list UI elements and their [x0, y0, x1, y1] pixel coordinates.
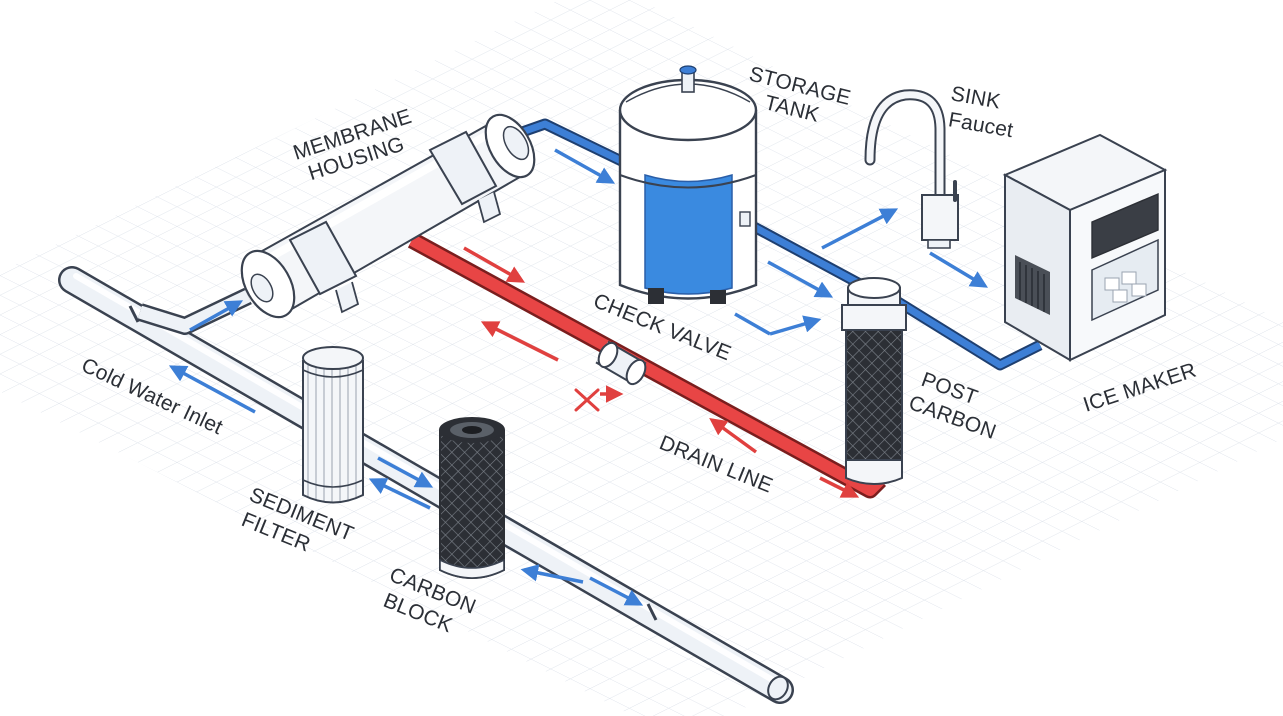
- blue-flow-arrows: [168, 148, 989, 606]
- sediment-filter-icon: [302, 346, 364, 504]
- storage-tank-icon: [618, 65, 758, 304]
- label-sink-faucet: SINK Faucet: [947, 82, 1015, 142]
- faucet-icon: [864, 89, 959, 249]
- red-flow-arrows: [463, 246, 860, 498]
- ice-maker-icon: [1002, 133, 1168, 362]
- carbon-block-filter-icon: [439, 417, 505, 579]
- blocked-flow-x-icon: [574, 388, 600, 412]
- label-storage-tank: STORAGE TANK: [747, 63, 853, 127]
- label-sink-line2: Faucet: [947, 108, 1015, 142]
- membrane-housing-icon: [240, 113, 536, 319]
- post-carbon-filter-icon: [841, 277, 907, 485]
- check-valve-icon: [595, 340, 647, 386]
